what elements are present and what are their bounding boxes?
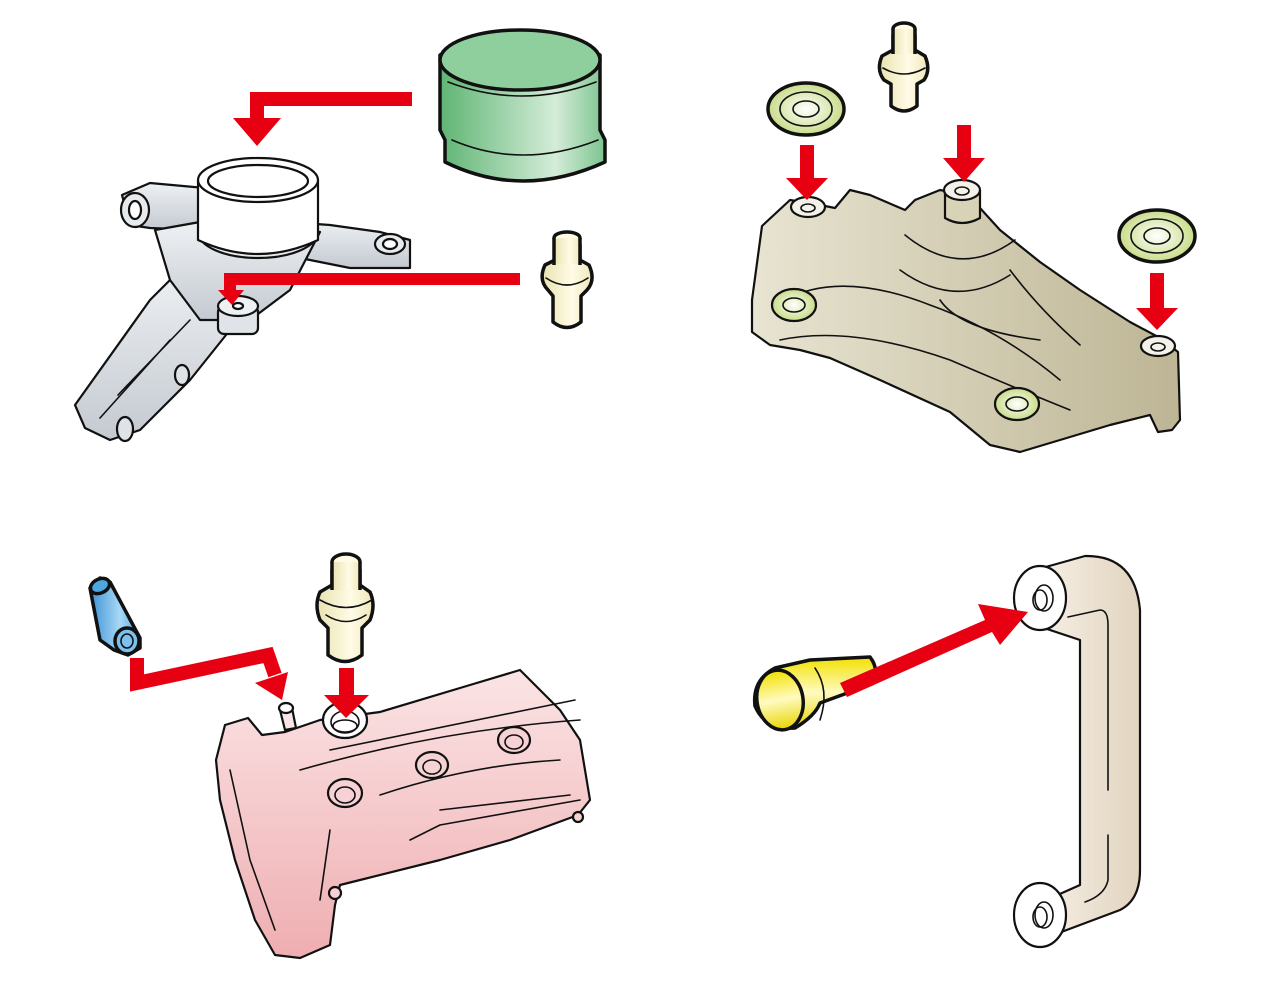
cylindrical-bushing — [438, 28, 607, 183]
stepped-stud — [540, 230, 594, 330]
insert-arrow-washer-left — [786, 145, 828, 200]
link-arm — [1012, 554, 1142, 949]
insert-arrow-stud-valve — [324, 668, 369, 718]
stepped-stud-top — [877, 21, 930, 113]
washer-right — [1117, 208, 1197, 264]
insert-arrow-stud — [218, 273, 520, 305]
panel-valve-cover — [88, 552, 592, 960]
washer-left — [766, 81, 846, 137]
steering-knuckle — [73, 156, 412, 443]
insert-arrow-bushing — [233, 92, 412, 146]
hose-fitting — [88, 576, 142, 657]
panel-bracket — [750, 21, 1197, 454]
insert-arrow-plug — [840, 604, 1028, 697]
stepped-stud-valve — [315, 552, 375, 664]
valve-cover — [214, 668, 592, 960]
tapered-plug — [752, 655, 878, 732]
panel-link-arm — [752, 554, 1142, 949]
insert-arrow-fitting — [130, 646, 288, 700]
insert-arrow-washer-right — [1136, 273, 1178, 330]
panel-knuckle — [73, 28, 607, 443]
mounting-bracket — [750, 178, 1182, 454]
insert-arrow-stud-center — [943, 125, 985, 182]
